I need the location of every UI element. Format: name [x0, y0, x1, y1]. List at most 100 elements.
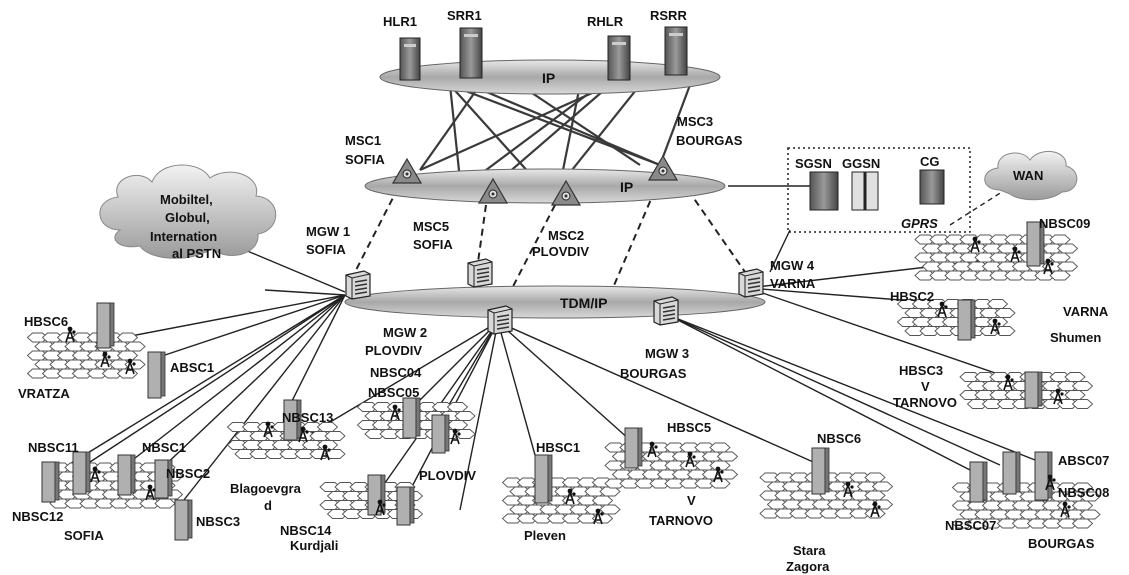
gprs-label: GPRS [901, 216, 938, 231]
mgw3-city: BOURGAS [620, 366, 687, 381]
pleven-label: Pleven [524, 528, 566, 543]
msc3-icon [648, 155, 678, 181]
bts-tower [1053, 388, 1064, 405]
pstn-cloud [99, 164, 277, 259]
nbsc1-cabinet [117, 454, 132, 496]
bts-tower [100, 351, 111, 368]
nbsc08-label: NBSC08 [1058, 485, 1109, 500]
nbsc6-label: NBSC6 [817, 431, 861, 446]
hbsc3-v: V [921, 379, 930, 394]
nbsc11-cabinet [72, 451, 87, 495]
hbsc3-tarnovo: TARNOVO [893, 395, 957, 410]
bts-tower [870, 501, 881, 518]
mgw2-icon [487, 305, 513, 335]
plovdiv-label: PLOVDIV [419, 468, 476, 483]
nbsc07-cabinet [969, 461, 984, 503]
msc1-city: SOFIA [345, 152, 385, 167]
nbsc09-label: NBSC09 [1039, 216, 1090, 231]
vratza-label: VRATZA [18, 386, 70, 401]
bts-tower [145, 484, 156, 501]
nbsc05-label: NBSC05 [368, 385, 419, 400]
hlr1-label: HLR1 [383, 14, 417, 29]
nbsc05-cabinet [431, 414, 446, 454]
nbsc1-label: NBSC1 [142, 440, 186, 455]
msc5-label: MSC5 [413, 219, 449, 234]
cg-label: CG [920, 154, 940, 169]
server-rsrr [664, 26, 688, 76]
hbsc5-cabinet [624, 427, 639, 469]
bts-tower [125, 358, 136, 375]
rhlr-label: RHLR [587, 14, 624, 29]
pstn-line4: al PSTN [172, 246, 221, 261]
mgw3-icon [653, 296, 679, 326]
msc1-icon [392, 158, 422, 184]
bts-tower [263, 421, 274, 438]
msc2-city: PLOVDIV [532, 244, 589, 259]
hbsc2-label: HBSC2 [890, 289, 934, 304]
hbsc3-cabinet [1024, 371, 1039, 409]
server-hlr1 [399, 37, 421, 81]
wan-cloud [984, 151, 1078, 201]
mgw1-city: SOFIA [306, 242, 346, 257]
nbsc14-label: NBSC14 [280, 523, 332, 538]
nbsc3-cabinet [174, 499, 189, 541]
sgsn-label: SGSN [795, 156, 832, 171]
hbsc3-label: HBSC3 [899, 363, 943, 378]
nbsc04-label: NBSC04 [370, 365, 422, 380]
bts-tower [298, 426, 309, 443]
mgw2-label: MGW 2 [383, 325, 427, 340]
nbsc07-cabinet-2 [1002, 451, 1017, 495]
bts-tower [1010, 246, 1021, 263]
bts-tower [1045, 474, 1056, 491]
bourgas-label: BOURGAS [1028, 536, 1095, 551]
msc3-label: MSC3 [677, 114, 713, 129]
nbsc6-cabinet [811, 447, 826, 495]
nbsc07-label: NBSC07 [945, 518, 996, 533]
bts-tower [90, 466, 101, 483]
nbsc12-cabinet [41, 461, 56, 503]
kurdjali-label: Kurdjali [290, 538, 338, 553]
nbsc2-label: NBSC2 [166, 466, 210, 481]
pstn-line3: Internation [150, 229, 217, 244]
ip-top-label: IP [542, 70, 555, 86]
mgw4-city: VARNA [770, 276, 816, 291]
pstn-line2: Globul, [165, 210, 210, 225]
nbsc13-label: NBSC13 [282, 410, 333, 425]
bts-tower [937, 301, 948, 318]
stara-zagora-label-2: Zagora [786, 559, 830, 574]
bts-tower [1003, 374, 1014, 391]
server-rhlr [607, 35, 631, 81]
pstn-line1: Mobiltel, [160, 192, 213, 207]
absc07-cabinet [1034, 451, 1049, 501]
core-mesh-links [419, 83, 692, 186]
bts-tower [375, 499, 386, 516]
varna-cells [914, 234, 1079, 281]
tarnovo-center-v: V [687, 493, 696, 508]
bts-tower [713, 466, 724, 483]
blagoevgrad-label: Blagoevgra [230, 481, 302, 496]
nbsc12-label: NBSC12 [12, 509, 63, 524]
absc07-label: ABSC07 [1058, 453, 1109, 468]
hbsc1-label: HBSC1 [536, 440, 580, 455]
cg-server [919, 169, 945, 205]
sgsn-server [809, 171, 839, 211]
hbsc2-cabinet [957, 299, 972, 341]
nbsc04-cabinet [402, 397, 417, 439]
bts-tower [390, 404, 401, 421]
wan-label: WAN [1013, 168, 1043, 183]
mgw4-label: MGW 4 [770, 258, 815, 273]
vratza-cells [26, 332, 146, 379]
mgw2-city: PLOVDIV [365, 343, 422, 358]
bts-tower [647, 441, 658, 458]
access-links [59, 185, 1036, 511]
nbsc3-label: NBSC3 [196, 514, 240, 529]
wan-link [949, 189, 1006, 226]
srr1-label: SRR1 [447, 8, 482, 23]
hbsc5-label: HBSC5 [667, 420, 711, 435]
hbsc6-label: HBSC6 [24, 314, 68, 329]
pleven-cells [501, 477, 621, 524]
bts-tower [843, 481, 854, 498]
bts-tower [450, 428, 461, 445]
bts-tower [1060, 501, 1071, 518]
